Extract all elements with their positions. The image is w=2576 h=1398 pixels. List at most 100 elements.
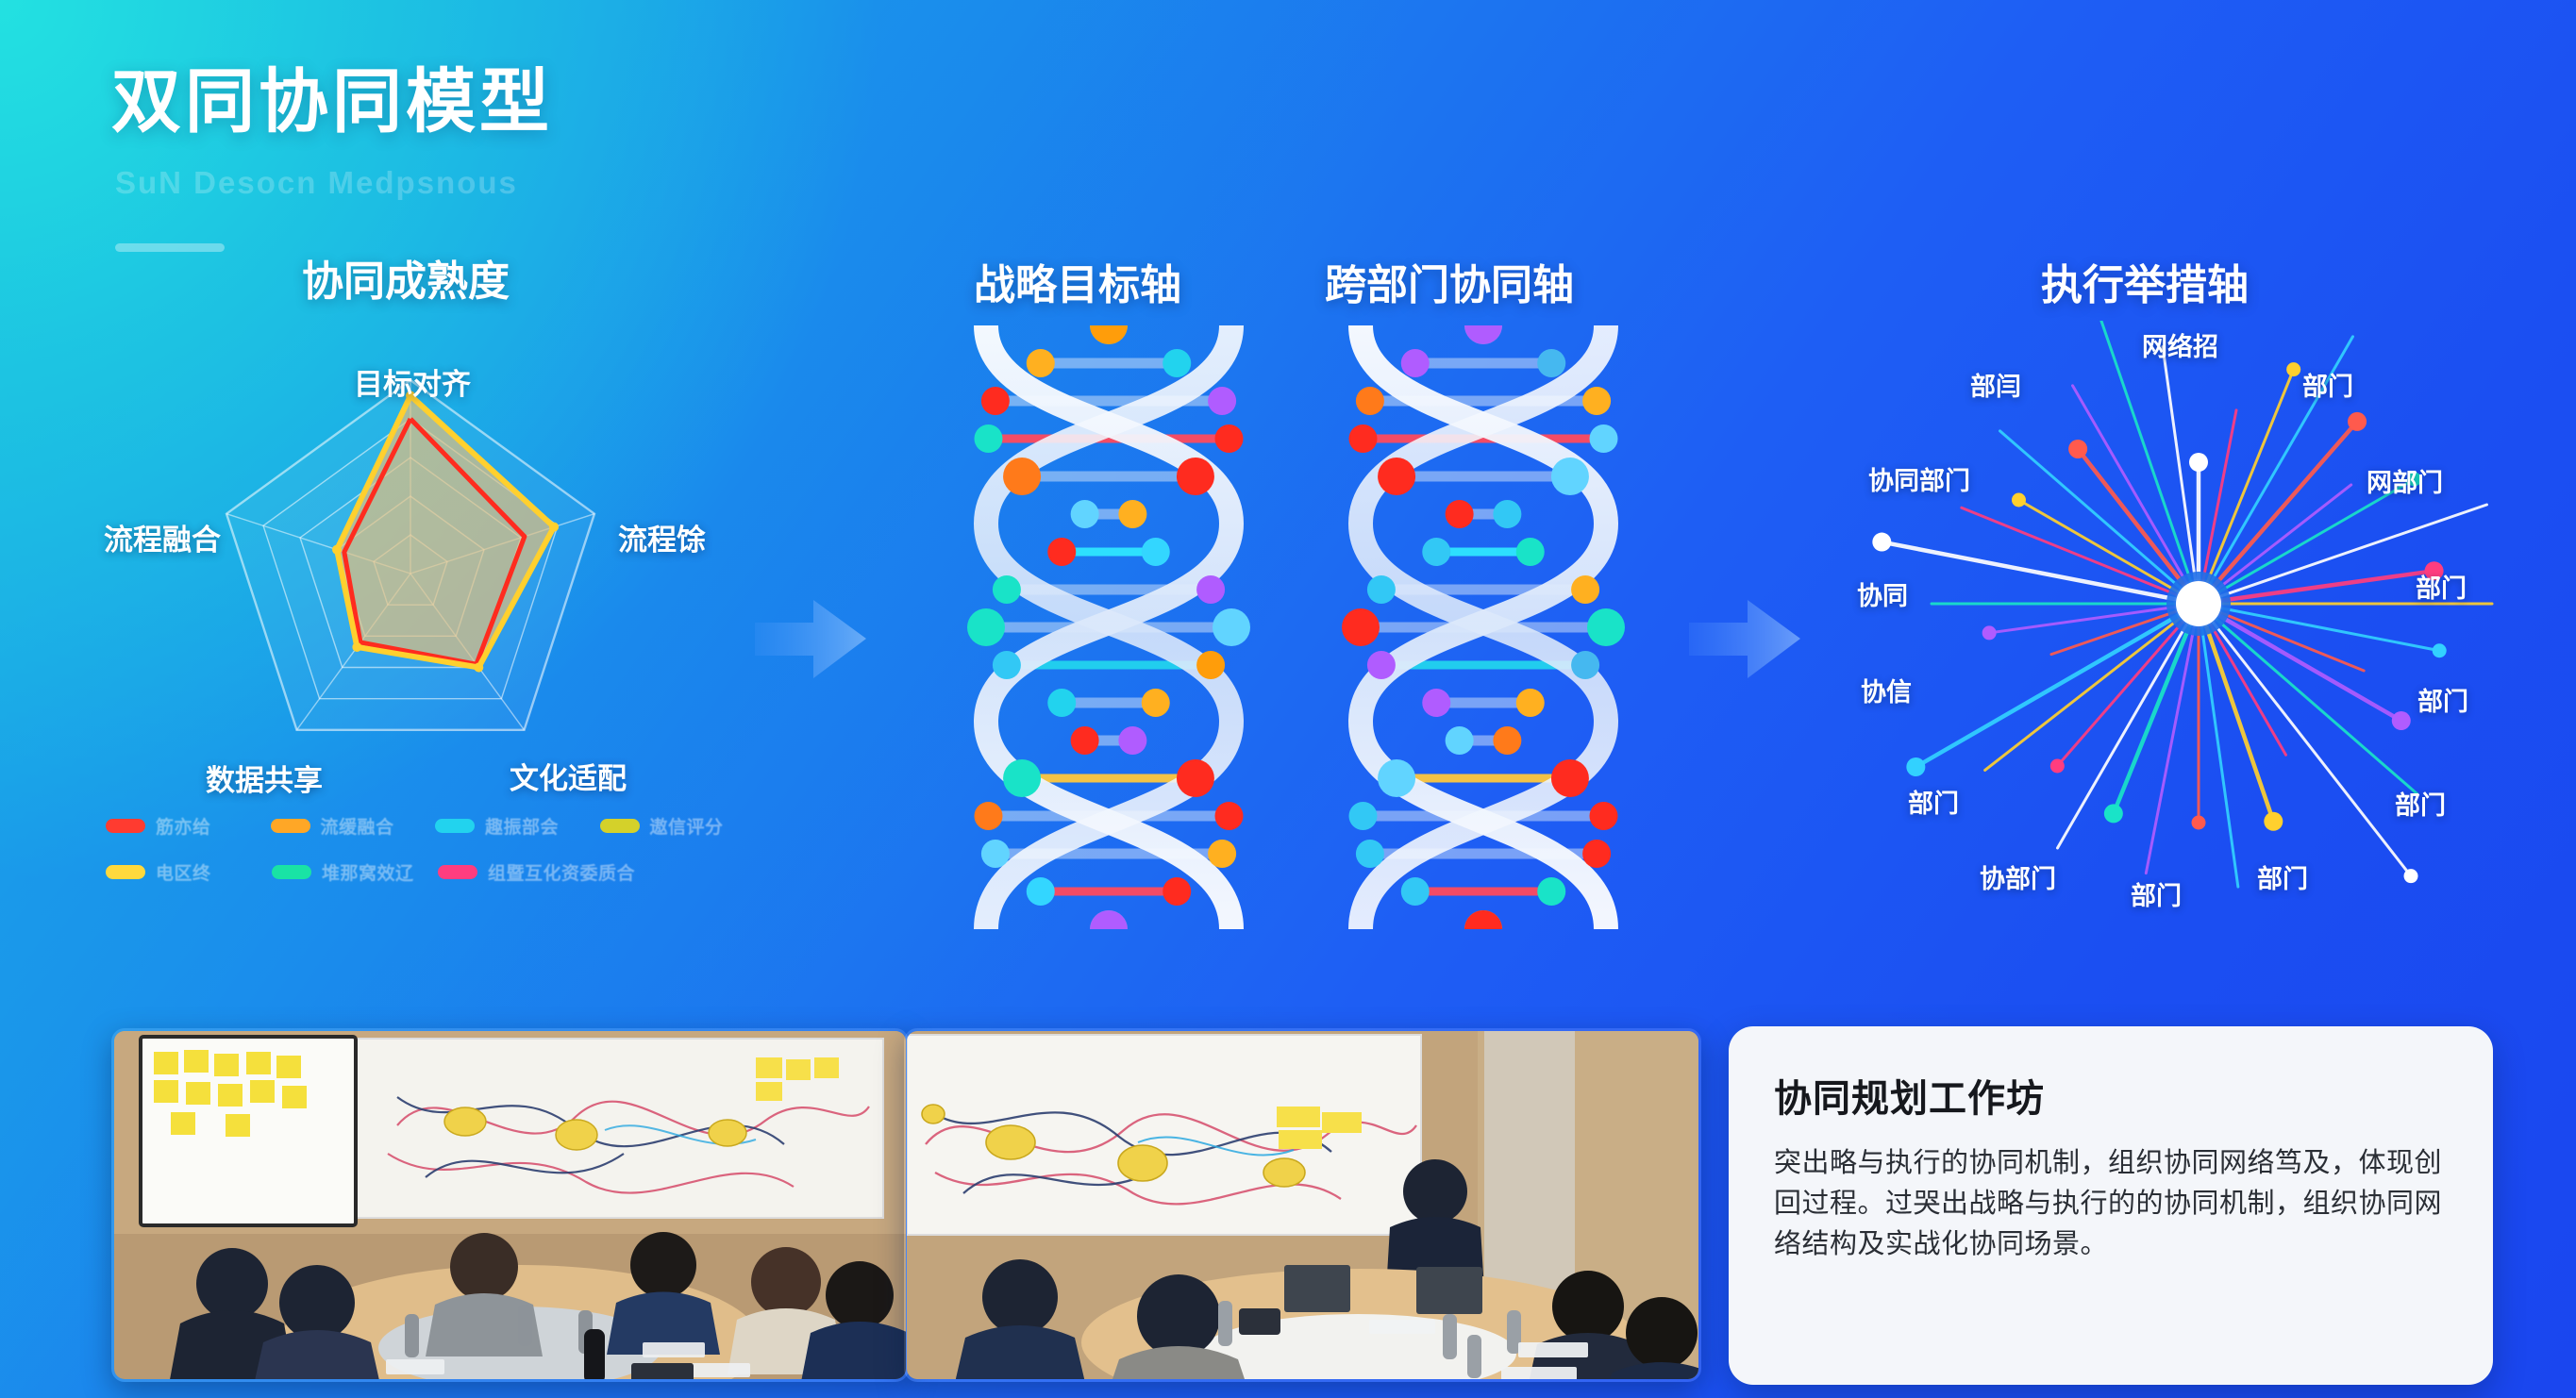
burst-spoke (2216, 483, 2353, 591)
burst-endpoint (2286, 362, 2301, 377)
dna-node (1515, 689, 1545, 717)
radar-svg (225, 378, 596, 732)
burst-spoke (2221, 607, 2441, 653)
dna-node (1118, 500, 1147, 528)
dna-node (1515, 538, 1545, 566)
legend-swatch (106, 865, 145, 879)
burst-spoke (2209, 624, 2287, 757)
legend-label: 筋亦给 (156, 818, 211, 838)
dna-node (1582, 387, 1612, 415)
burst-spoke (2055, 621, 2184, 768)
legend-label: 组暨互化资委质合 (488, 864, 636, 884)
photo-1-graphic (114, 1031, 906, 1379)
dna-node (1070, 726, 1099, 755)
legend-item: 遨信评分 (599, 813, 758, 839)
dna-node (1445, 500, 1474, 528)
burst-spoke (2212, 622, 2413, 878)
burst-endpoint (2407, 472, 2422, 487)
legend-item: 电区终 (106, 859, 264, 885)
burst-endpoint (2189, 453, 2208, 472)
burst-spoke (2200, 626, 2240, 889)
dna-node (992, 651, 1021, 679)
dna-node (1176, 759, 1214, 797)
dna-node (1537, 349, 1566, 377)
dna-node (1208, 387, 1237, 415)
dna-node (1214, 802, 1244, 830)
burst-spoke (1960, 506, 2178, 596)
burst-endpoint (2011, 492, 2026, 508)
dna-node (1589, 424, 1618, 453)
burst-spoke (2144, 626, 2196, 875)
dna-node (1537, 877, 1566, 906)
dna-node (1400, 877, 1430, 906)
dna-node (1213, 608, 1250, 646)
burst-node-label: 部门 (2302, 373, 2353, 401)
legend-label: 流缓融合 (320, 818, 394, 838)
dna-node (974, 424, 1003, 453)
burst-spoke (2016, 498, 2179, 593)
burst-endpoint (2103, 804, 2123, 824)
burst-endpoint (1982, 625, 1997, 641)
dna-node (1196, 651, 1226, 679)
dna-nodes (967, 325, 1250, 929)
dna-node (1003, 458, 1042, 495)
dna-helix-strategy (967, 325, 1250, 929)
radar-axis-label-4: 流程融合 (104, 524, 221, 557)
burst-node-label: 部闫 (1970, 373, 2021, 401)
accent-divider (115, 243, 225, 252)
dna-node (1464, 325, 1502, 344)
burst-endpoint (2264, 811, 2283, 831)
execution-radial-network: 网络招部闫部门协同部门网部门协同部门协信部门部门部门协部门部门部门 (1849, 306, 2548, 943)
burst-endpoint (2432, 643, 2447, 658)
radar-axis-label-3: 数据共享 (206, 764, 323, 797)
burst-node-label: 协同 (1857, 582, 1908, 610)
dna-node (1355, 387, 1384, 415)
burst-node-label: 部门 (2416, 574, 2467, 603)
radar-series-primary (334, 393, 558, 671)
burst-spoke (2049, 609, 2177, 657)
burst-node-label: 协信 (1861, 678, 1912, 707)
burst-endpoint (2391, 711, 2411, 730)
dna-node (1493, 500, 1522, 528)
dna-node (1090, 325, 1128, 344)
legend-swatch (435, 819, 475, 833)
burst-spoke (2204, 624, 2276, 824)
burst-spokes (1872, 306, 2494, 889)
dna-node (1422, 538, 1451, 566)
burst-spoke (2097, 311, 2193, 582)
dna-node (1090, 910, 1128, 929)
burst-spoke (2218, 477, 2417, 593)
legend-swatch (270, 819, 310, 833)
burst-spoke (2056, 624, 2188, 850)
dna-node (1070, 500, 1099, 528)
flow-arrow-icon-2 (1689, 600, 1800, 678)
dna-node (1445, 726, 1474, 755)
radar-series-secondary (342, 417, 527, 667)
card-body: 突出略与执行的协同机制，组织协同网络笃及，体现创回过程。过哭出战略与执行的的协同… (1774, 1148, 2443, 1259)
dna-node (1141, 538, 1170, 566)
legend-item: 趣振部会 (435, 813, 593, 839)
burst-endpoint (2348, 411, 2367, 431)
photo-2-graphic (907, 1031, 1698, 1379)
burst-node-label: 部门 (1908, 790, 1959, 818)
dna-node (1571, 575, 1600, 604)
burst-spoke (2220, 568, 2436, 603)
burst-spoke (2217, 613, 2404, 724)
dna-node (967, 608, 1005, 646)
burst-spoke (2075, 446, 2186, 587)
radar-chart: 目标对齐 流程馀 文化适配 数据共享 流程融合 (94, 330, 717, 821)
burst-spoke (1987, 606, 2176, 635)
dna-node (1047, 689, 1077, 717)
legend-item: 组暨互化资委质合 (438, 859, 635, 885)
burst-endpoint (2049, 758, 2065, 774)
dna-node (1003, 759, 1042, 797)
legend-label: 趣振部会 (485, 818, 560, 838)
burst-spoke (2071, 384, 2188, 584)
legend-row-1: 筋亦给 流缓融合 趣振部会 遨信评分 (106, 813, 757, 839)
dna-node (1348, 802, 1378, 830)
workshop-photo-roundtable (111, 1028, 909, 1382)
dna-node (992, 575, 1021, 604)
legend-swatch (599, 819, 640, 833)
burst-core-node (2176, 581, 2221, 626)
dna-node (1550, 458, 1589, 495)
